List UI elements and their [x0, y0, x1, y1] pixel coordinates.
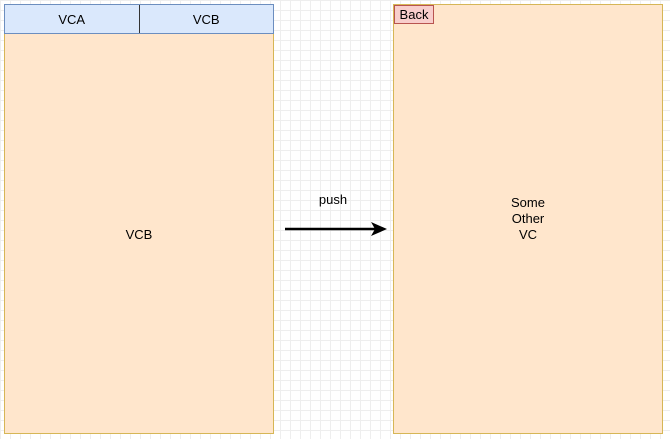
tab-vca[interactable]: VCA	[5, 5, 139, 33]
right-screen-title-line-1: Some	[511, 195, 545, 210]
tab-bar: VCA VCB	[4, 4, 274, 34]
push-label: push	[318, 192, 348, 207]
tab-vcb[interactable]: VCB	[138, 5, 274, 33]
left-screen-content: VCB	[4, 34, 274, 434]
back-button-label: Back	[399, 7, 429, 22]
back-button[interactable]: Back	[394, 5, 434, 24]
left-screen	[4, 4, 274, 434]
arrow-right-icon	[285, 222, 387, 236]
right-screen-title-line-3: VC	[518, 227, 538, 242]
left-screen-title: VCB	[125, 226, 153, 242]
right-screen-title: Some Other VC	[511, 195, 545, 243]
tab-vcb-label: VCB	[192, 11, 220, 27]
right-screen-content: Some Other VC	[393, 4, 663, 434]
right-screen-title-line-2: Other	[511, 211, 545, 226]
arrow-head	[371, 222, 387, 236]
tab-vca-label: VCA	[58, 11, 86, 27]
right-screen	[393, 4, 663, 434]
